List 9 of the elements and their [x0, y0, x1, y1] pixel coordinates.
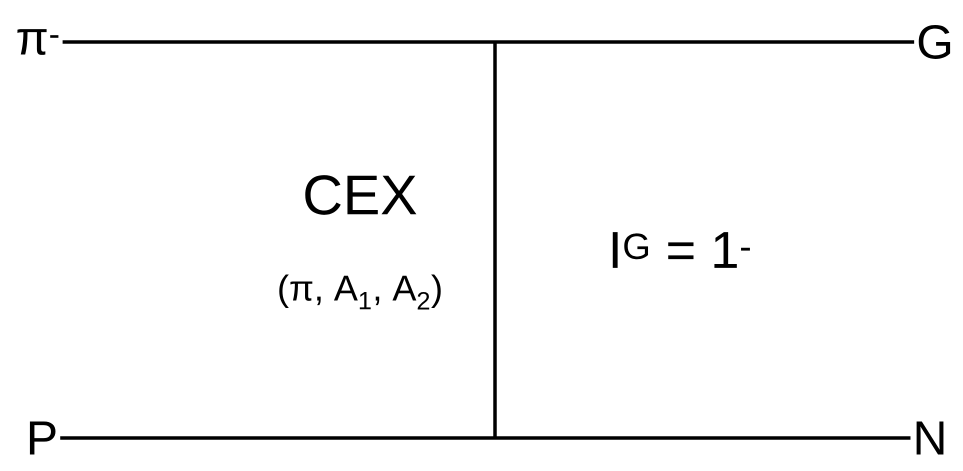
particle-label: N: [916, 421, 944, 454]
diagram-label: I$^{G}$ = 1$^{-}$: [612, 232, 750, 268]
particle-line: [62, 40, 914, 44]
particle-label: π$^{-}$: [17, 29, 58, 55]
particle-line: [60, 436, 910, 440]
particle-label: P: [30, 421, 56, 454]
diagram-label: CEX: [305, 175, 416, 215]
diagram-label: (π, A$_{1}$, A$_{2}$): [279, 274, 441, 310]
particle-label: G: [918, 25, 950, 59]
